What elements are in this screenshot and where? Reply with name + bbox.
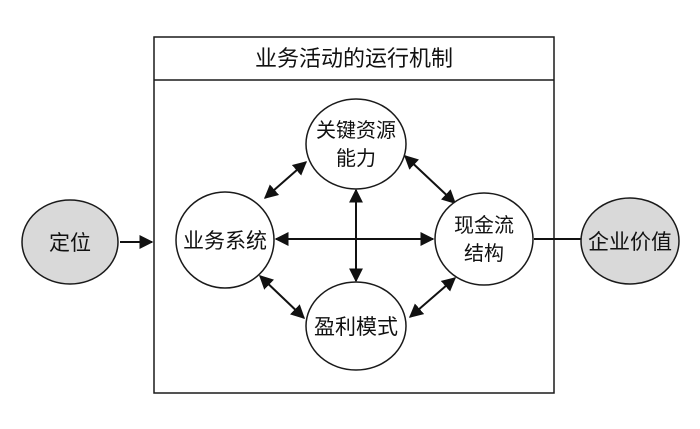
node-key-resources-line2: 能力 (336, 146, 376, 170)
node-enterprise-value: 企业价值 (580, 197, 680, 285)
node-key-resources: 关键资源 能力 (305, 98, 407, 190)
arrow-business-system-profit (258, 275, 306, 319)
node-positioning-label: 定位 (49, 231, 91, 255)
node-cash-flow-line1: 现金流 (454, 213, 514, 237)
node-cash-flow-line2: 结构 (464, 241, 504, 265)
node-business-system: 业务系统 (175, 191, 275, 289)
diagram-title: 业务活动的运行机制 (255, 47, 453, 72)
mechanism-frame (153, 36, 555, 394)
node-positioning: 定位 (21, 199, 119, 285)
node-enterprise-value-label: 企业价值 (588, 230, 672, 254)
arrow-cash-flow-profit (408, 277, 457, 318)
arrow-resources-cash-flow (403, 155, 457, 204)
node-profit-model-label: 盈利模式 (314, 315, 398, 339)
node-business-system-label: 业务系统 (183, 229, 267, 253)
arrow-business-system-resources (263, 161, 308, 199)
node-cash-flow: 现金流 结构 (434, 192, 534, 286)
node-profit-model: 盈利模式 (305, 281, 407, 371)
node-key-resources-line1: 关键资源 (316, 118, 396, 142)
